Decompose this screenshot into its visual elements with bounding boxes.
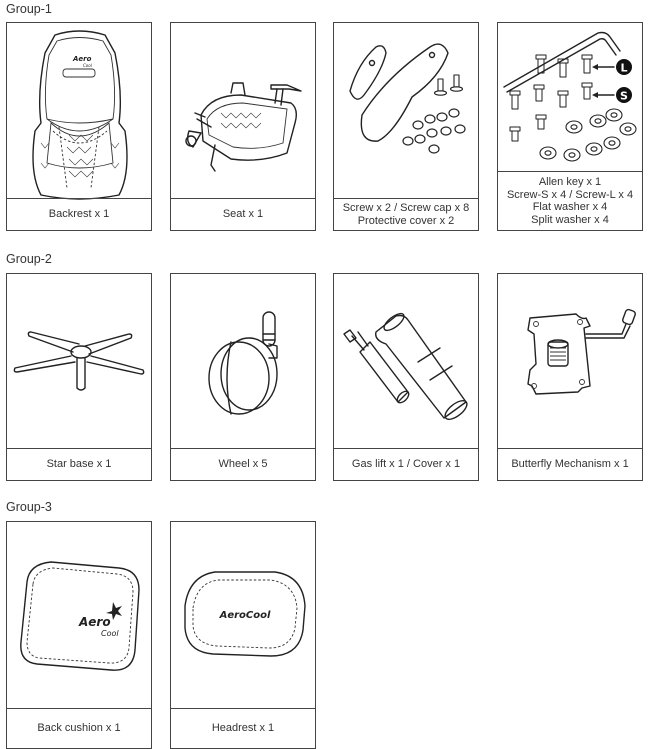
wheel-icon bbox=[208, 311, 278, 415]
part-caption: Allen key x 1 Screw-S x 4 / Screw-L x 4 … bbox=[498, 171, 642, 230]
gas-lift-icon bbox=[343, 312, 468, 420]
back-cushion-logo-sub: Cool bbox=[101, 629, 119, 638]
caption-line: Gas lift x 1 / Cover x 1 bbox=[351, 458, 461, 471]
part-caption: Star base x 1 bbox=[7, 448, 151, 480]
headrest-icon: AeroCool bbox=[184, 571, 306, 657]
part-caption: Screw x 2 / Screw cap x 8 Protective cov… bbox=[334, 198, 478, 230]
caption-line: Flat washer x 4 bbox=[532, 201, 608, 213]
part-caption: Back cushion x 1 bbox=[7, 708, 151, 748]
caption-line: Allen key x 1 bbox=[538, 176, 602, 188]
seat-icon bbox=[185, 82, 302, 172]
caption-line: Star base x 1 bbox=[46, 458, 112, 471]
marker-s-badge: S bbox=[620, 90, 628, 103]
caption-line: Screw-S x 4 / Screw-L x 4 bbox=[506, 188, 634, 201]
caption-line: Screw x 2 / Screw cap x 8 bbox=[342, 202, 470, 214]
part-card-wheel: Wheel x 5 bbox=[170, 273, 316, 481]
hardware-kit-icon: L S bbox=[503, 31, 637, 162]
group-2-title: Group-2 bbox=[6, 252, 52, 266]
caption-line: Wheel x 5 bbox=[218, 458, 268, 471]
part-card-star-base: Star base x 1 bbox=[6, 273, 152, 481]
part-card-seat: Seat x 1 bbox=[170, 22, 316, 231]
group-3-title: Group-3 bbox=[6, 500, 52, 514]
caption-line: Butterfly Mechanism x 1 bbox=[511, 458, 629, 471]
screw-cover-icon bbox=[349, 43, 466, 154]
caption-line: Protective cover x 2 bbox=[357, 214, 455, 227]
backrest-icon: Aero Cool bbox=[32, 30, 128, 200]
caption-line: Back cushion x 1 bbox=[37, 722, 121, 735]
caption-line: Headrest x 1 bbox=[211, 722, 275, 735]
part-caption: Backrest x 1 bbox=[7, 198, 151, 230]
caption-line: Seat x 1 bbox=[222, 208, 264, 221]
marker-l-badge: L bbox=[620, 62, 627, 75]
headrest-logo: AeroCool bbox=[219, 610, 271, 621]
part-card-screw-cover: Screw x 2 / Screw cap x 8 Protective cov… bbox=[333, 22, 479, 231]
part-card-hardware-kit: L S Allen key x 1 Screw-S x 4 / Screw-L … bbox=[497, 22, 643, 231]
part-caption: Seat x 1 bbox=[171, 198, 315, 230]
part-caption: Butterfly Mechanism x 1 bbox=[498, 448, 642, 480]
backrest-logo: Aero bbox=[72, 55, 92, 63]
part-caption: Wheel x 5 bbox=[171, 448, 315, 480]
group-1-title: Group-1 bbox=[6, 2, 52, 16]
part-card-gas-lift: Gas lift x 1 / Cover x 1 bbox=[333, 273, 479, 481]
back-cushion-logo: Aero bbox=[78, 615, 111, 629]
caption-line: Split washer x 4 bbox=[531, 213, 609, 226]
part-card-headrest: AeroCool Headrest x 1 bbox=[170, 521, 316, 749]
back-cushion-icon: Aero Cool bbox=[20, 561, 140, 671]
part-card-backrest: Aero Cool Backrest x 1 bbox=[6, 22, 152, 231]
part-caption: Headrest x 1 bbox=[171, 708, 315, 748]
part-card-back-cushion: Aero Cool Back cushion x 1 bbox=[6, 521, 152, 749]
backrest-logo-sub: Cool bbox=[83, 63, 93, 68]
caption-line: Backrest x 1 bbox=[48, 208, 110, 221]
butterfly-mechanism-icon bbox=[527, 308, 636, 395]
part-card-butterfly-mechanism: Butterfly Mechanism x 1 bbox=[497, 273, 643, 481]
star-base-icon bbox=[13, 331, 145, 391]
part-caption: Gas lift x 1 / Cover x 1 bbox=[334, 448, 478, 480]
